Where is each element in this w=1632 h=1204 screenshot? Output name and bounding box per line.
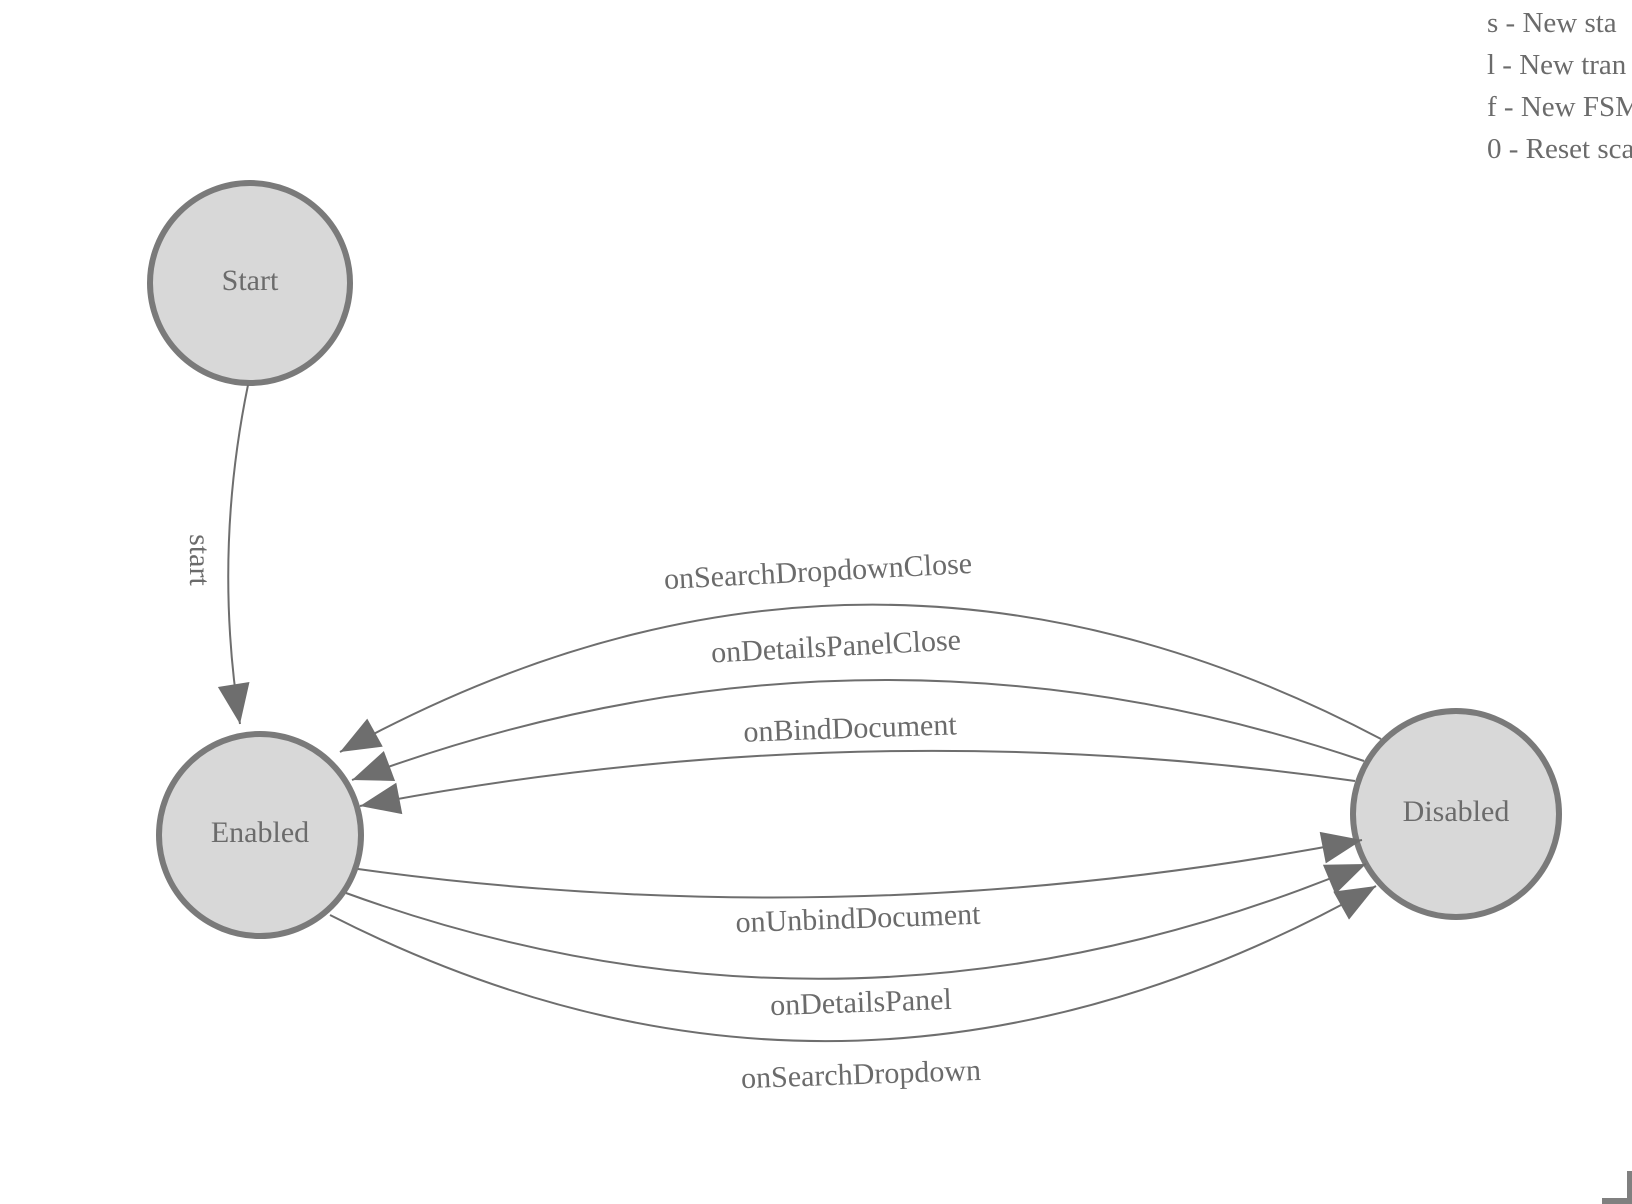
transition-edge-onsearchdropdownclose[interactable] <box>339 603 1382 753</box>
transition-edge-ondetailspanel[interactable] <box>345 863 1367 980</box>
transition-edge-ondetailspanelclose[interactable] <box>351 679 1365 781</box>
help-line: f - New FSM <box>1487 91 1632 123</box>
transition-edge-start[interactable] <box>217 384 250 725</box>
state-node-start[interactable] <box>147 180 353 386</box>
help-line: 0 - Reset sca <box>1487 133 1632 165</box>
transition-edge-onsearchdropdown[interactable] <box>329 885 1377 1043</box>
state-node-disabled[interactable] <box>1350 708 1562 920</box>
state-node-enabled[interactable] <box>156 731 364 939</box>
help-line: s - New sta <box>1487 7 1617 39</box>
viewport-corner-element <box>1602 1171 1632 1204</box>
keyboard-shortcuts-help: s - New sta l - New tran f - New FSM 0 -… <box>1487 2 1632 170</box>
help-line: l - New tran <box>1487 49 1627 81</box>
transition-edge-onunbinddocument[interactable] <box>357 831 1363 899</box>
transition-edge-onbinddocument[interactable] <box>359 749 1356 815</box>
